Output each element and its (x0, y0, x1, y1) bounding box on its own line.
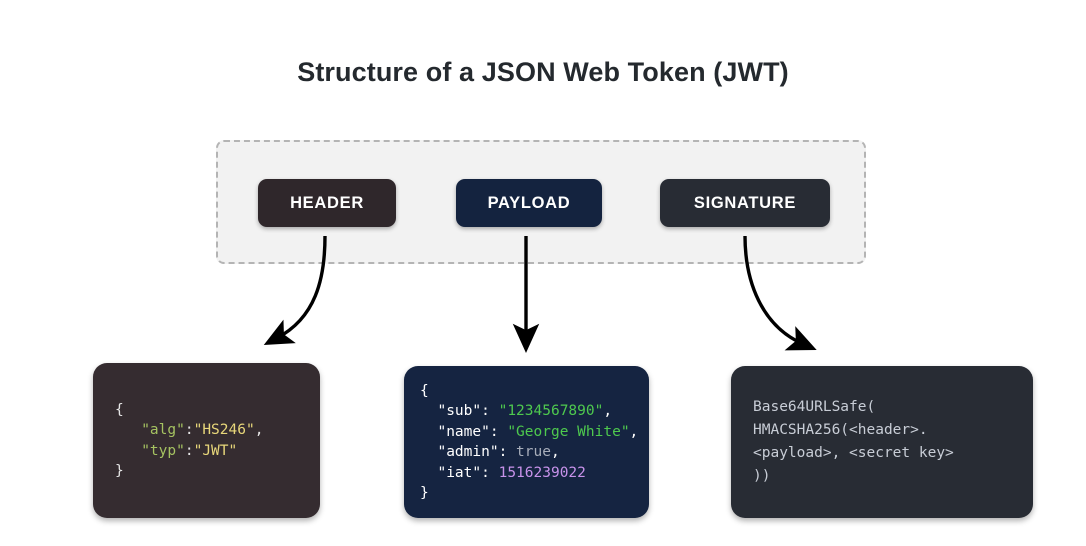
code-line: } (420, 483, 649, 504)
json-colon: : (481, 464, 499, 481)
token-part-header-label: HEADER (290, 193, 364, 212)
token-part-header[interactable]: HEADER (258, 179, 396, 227)
json-key: "sub" (437, 403, 482, 419)
json-key: "iat" (437, 464, 482, 481)
json-comma: , (254, 422, 264, 438)
code-line: Base64URLSafe( (753, 399, 876, 415)
code-line: HMACSHA256(<header>. (753, 422, 928, 438)
code-line: "admin": true, (420, 442, 649, 463)
json-value: "JWT" (193, 442, 238, 459)
json-comma: , (629, 423, 639, 440)
json-colon: : (184, 442, 194, 459)
code-line: <payload>, <secret key> (753, 445, 954, 461)
json-colon: : (184, 422, 194, 438)
code-line: "iat": 1516239022 (420, 463, 649, 484)
token-part-signature[interactable]: SIGNATURE (660, 179, 830, 227)
code-line: "typ":"JWT" (115, 441, 320, 462)
token-part-payload[interactable]: PAYLOAD (456, 179, 602, 227)
json-key: "alg" (141, 422, 185, 438)
json-colon: : (498, 444, 517, 460)
code-block-payload: { "sub": "1234567890", "name": "George W… (404, 366, 649, 518)
brace-close: } (115, 463, 124, 479)
token-structure-container: HEADER PAYLOAD SIGNATURE (216, 140, 866, 264)
json-value: "HS246" (193, 422, 255, 438)
json-comma: , (603, 403, 613, 419)
code-line: )) (753, 468, 771, 484)
code-block-header: { "alg":"HS246", "typ":"JWT" } (93, 363, 320, 518)
json-value: "1234567890" (498, 403, 604, 419)
json-colon: : (489, 423, 508, 440)
page-title: Structure of a JSON Web Token (JWT) (297, 57, 789, 87)
code-block-signature: Base64URLSafe( HMACSHA256(<header>. <pay… (731, 366, 1033, 518)
json-value: true (516, 444, 551, 460)
code-line: { (115, 400, 320, 421)
json-key: "typ" (141, 442, 185, 459)
brace-open: { (420, 382, 429, 399)
json-key: "admin" (437, 444, 499, 460)
code-line: "alg":"HS246", (115, 420, 320, 441)
json-value: "George White" (507, 423, 630, 440)
code-line: "sub": "1234567890", (420, 401, 649, 422)
json-colon: : (481, 403, 499, 419)
brace-close: } (420, 485, 429, 501)
json-key: "name" (437, 423, 490, 440)
code-line: { (420, 381, 649, 402)
token-part-signature-label: SIGNATURE (693, 193, 797, 212)
code-line: } (115, 461, 320, 482)
token-part-payload-label: PAYLOAD (487, 193, 571, 212)
code-line: "name": "George White", (420, 422, 649, 443)
json-value: 1516239022 (498, 464, 586, 481)
brace-open: { (115, 401, 124, 418)
json-comma: , (550, 444, 560, 460)
